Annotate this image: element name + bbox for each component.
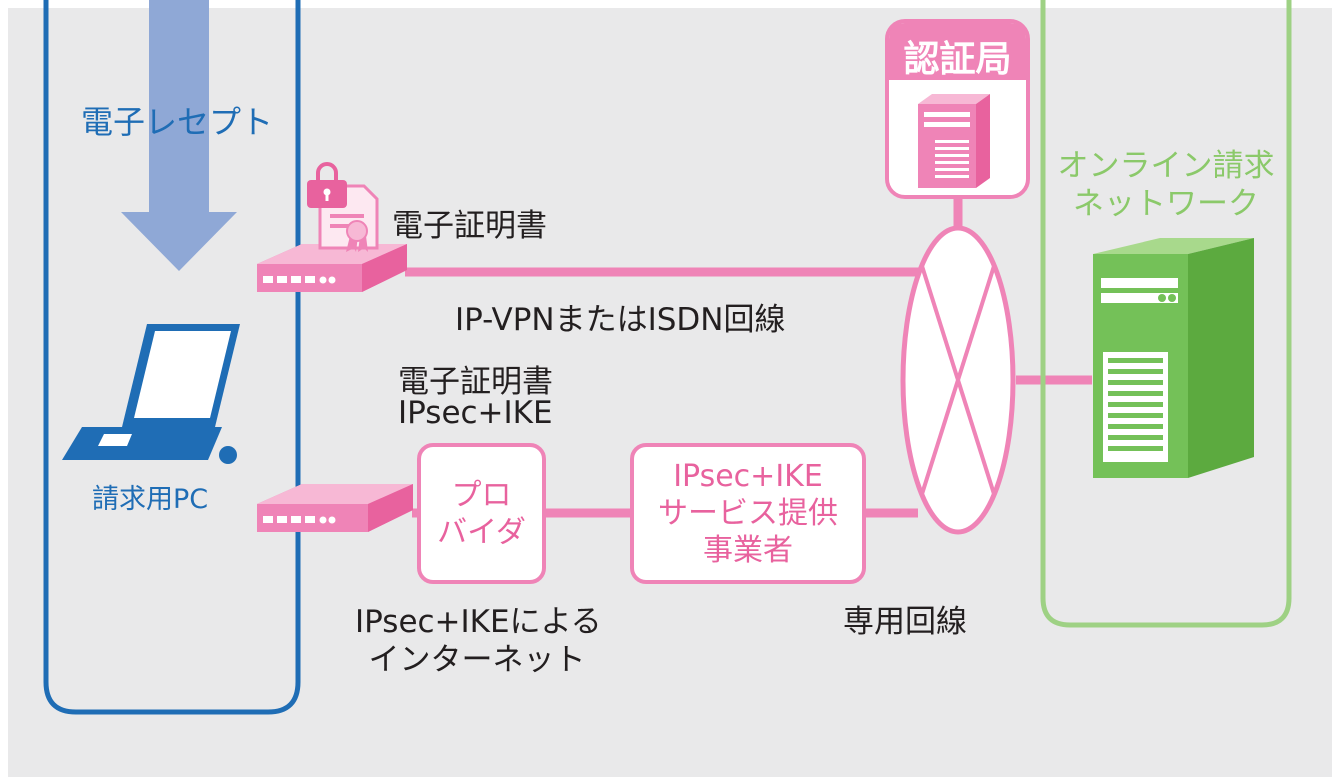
service-label-line3: 事業者 bbox=[703, 533, 793, 568]
ipvpn-line-label: IP-VPNまたはISDN回線 bbox=[455, 302, 786, 338]
cert-label-bottom-line2: IPsec+IKE bbox=[398, 395, 553, 431]
certificate-icon bbox=[307, 162, 379, 252]
router-icon bbox=[257, 484, 413, 532]
service-label-line1: IPsec+IKE bbox=[673, 459, 823, 494]
server-icon bbox=[918, 94, 990, 188]
auth-title: 認証局 bbox=[903, 39, 1012, 80]
down-arrow-icon bbox=[121, 0, 237, 271]
network-label-line1: オンライン請求 bbox=[1057, 148, 1275, 184]
network-switch-icon bbox=[900, 225, 1016, 535]
internet-label-line1: IPsec+IKEによる bbox=[355, 604, 602, 640]
server-icon bbox=[1093, 238, 1254, 478]
router-icon bbox=[257, 244, 407, 292]
network-label-line2: ネットワーク bbox=[1073, 186, 1259, 222]
provider-box: プロ バイダ bbox=[417, 443, 546, 584]
leased-line-label: 専用回線 bbox=[843, 604, 967, 640]
cert-label-bottom-line1: 電子証明書 bbox=[398, 364, 553, 400]
laptop-icon bbox=[62, 324, 240, 464]
provider-label-line2: バイダ bbox=[437, 514, 526, 550]
internet-label-line2: インターネット bbox=[368, 642, 586, 678]
network-enclosure bbox=[1040, 0, 1292, 628]
pc-enclosure bbox=[43, 0, 301, 715]
cert-label-top: 電子証明書 bbox=[392, 208, 547, 244]
service-provider-box: IPsec+IKE サービス提供 事業者 bbox=[630, 443, 866, 584]
provider-label-line1: プロ bbox=[451, 477, 512, 513]
service-label-line2: サービス提供 bbox=[658, 496, 838, 531]
receipt-label: 電子レセプト bbox=[81, 103, 274, 141]
pc-label: 請求用PC bbox=[92, 484, 209, 515]
